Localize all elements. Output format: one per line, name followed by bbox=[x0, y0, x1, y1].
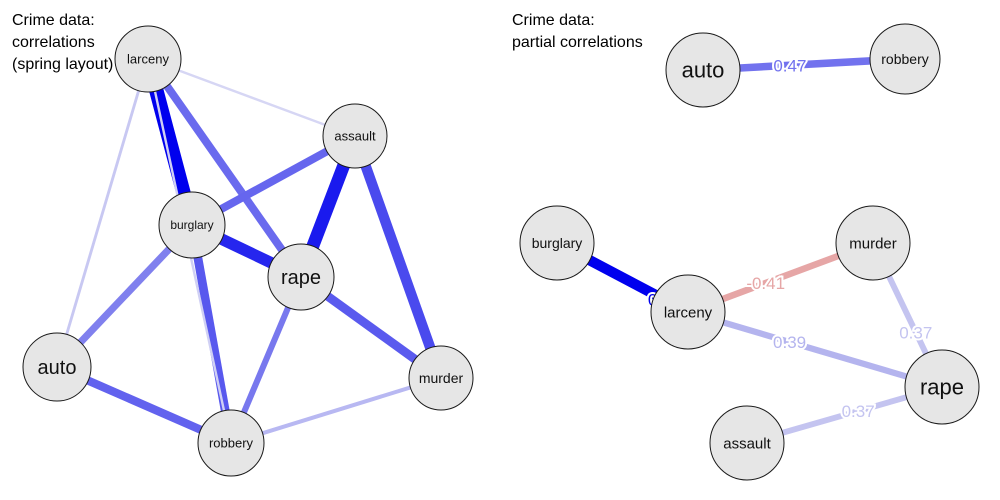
edge-weight-label: 0.47 bbox=[773, 56, 806, 75]
node-assault bbox=[709, 405, 785, 481]
node-label-larceny: larceny bbox=[664, 304, 713, 321]
right-panel-graph: 0.470.65-0.410.390.370.37autorobberyburg… bbox=[519, 23, 980, 481]
node-rape bbox=[267, 243, 335, 311]
node-larceny bbox=[114, 25, 182, 93]
left-nodes: larceny assault burglary rape auto murder robb… bbox=[22, 25, 474, 477]
node-robbery bbox=[197, 409, 265, 477]
node-assault bbox=[322, 103, 388, 169]
node-label-burglary: burglary bbox=[170, 218, 213, 232]
edge-assault-murder bbox=[350, 134, 446, 380]
node-label-auto: auto bbox=[682, 58, 725, 83]
node-label-robbery: robbery bbox=[881, 51, 928, 67]
node-label-murder: murder bbox=[419, 370, 464, 386]
node-label-rape: rape bbox=[920, 375, 964, 400]
node-auto bbox=[22, 332, 92, 402]
node-murder bbox=[835, 205, 911, 281]
right-panel-title: Crime data: partial correlations bbox=[512, 12, 643, 51]
node-robbery bbox=[869, 23, 941, 95]
edge-weight-label: 0.37 bbox=[842, 402, 875, 421]
node-label-robbery: robbery bbox=[209, 436, 254, 451]
edge-robbery-murder bbox=[230, 376, 442, 445]
node-burglary bbox=[519, 205, 595, 281]
node-label-auto: auto bbox=[38, 357, 77, 379]
edge-larceny-rape bbox=[687, 309, 943, 390]
node-rape bbox=[904, 349, 980, 425]
node-label-assault: assault bbox=[723, 435, 771, 452]
node-label-larceny: larceny bbox=[127, 52, 169, 67]
node-murder bbox=[408, 345, 474, 411]
left-panel-graph: larceny assault burglary rape auto murder robb… bbox=[22, 25, 474, 477]
edge-weight-label: -0.41 bbox=[746, 274, 785, 293]
right-nodes: auto robbery burglary murder larceny rape assa… bbox=[519, 23, 980, 481]
node-auto bbox=[665, 32, 741, 108]
left-panel-title: Crime data: correlations (spring layout) bbox=[12, 12, 114, 73]
node-label-assault: assault bbox=[334, 129, 376, 144]
edge-larceny-rape bbox=[144, 56, 305, 280]
node-label-rape: rape bbox=[281, 267, 321, 289]
edge-larceny-assault bbox=[147, 57, 356, 138]
node-burglary bbox=[158, 191, 226, 259]
edge-weight-label: 0.39 bbox=[773, 333, 806, 352]
edge-larceny-auto bbox=[55, 58, 150, 368]
left-edges bbox=[54, 56, 446, 447]
node-label-murder: murder bbox=[849, 235, 897, 252]
node-larceny bbox=[650, 274, 726, 350]
edge-weight-label: 0.37 bbox=[899, 323, 932, 342]
edge-burglary-robbery bbox=[187, 224, 236, 444]
node-label-burglary: burglary bbox=[532, 235, 583, 251]
